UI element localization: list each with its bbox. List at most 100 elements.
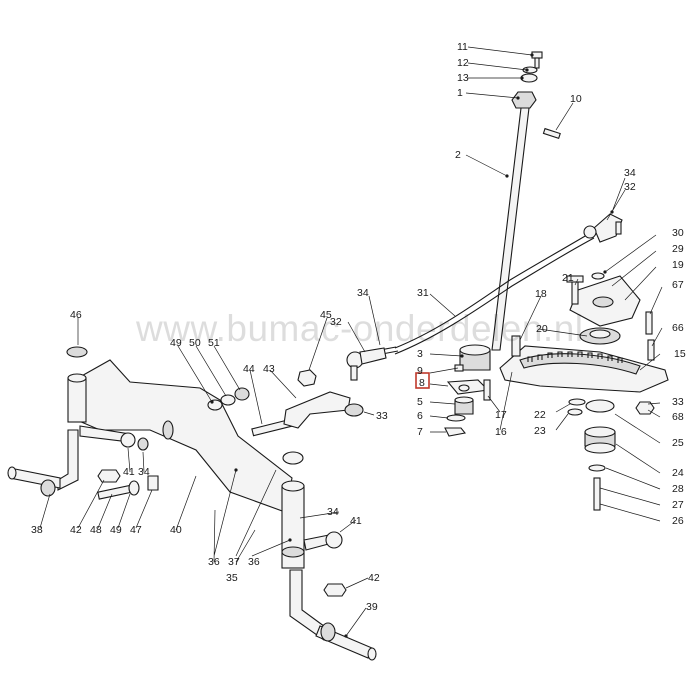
label-42-left: 42 <box>70 524 82 536</box>
label-35: 35 <box>226 572 238 584</box>
washer-50 <box>220 394 236 406</box>
nut-34-center <box>137 437 149 451</box>
label-41-right: 41 <box>350 515 362 527</box>
right-pivot-collar <box>281 546 305 558</box>
label-34-left: 34 <box>357 287 369 299</box>
label-38: 38 <box>31 524 43 536</box>
left-spindle-38 <box>57 429 79 491</box>
bolt-21-head <box>566 275 584 283</box>
label-45: 45 <box>320 309 332 321</box>
label-22: 22 <box>534 409 546 421</box>
nut-45 <box>297 369 317 387</box>
label-1: 1 <box>457 87 463 99</box>
bushing-47 <box>147 475 159 491</box>
pinion-top <box>459 344 491 356</box>
washer-49-upper <box>207 399 223 411</box>
bracket-43 <box>283 391 351 429</box>
label-34-center: 34 <box>138 466 150 478</box>
left-pivot-top <box>67 373 87 383</box>
label-67: 67 <box>672 279 684 291</box>
leader-lines-path <box>39 46 663 637</box>
label-11: 11 <box>457 41 468 53</box>
label-40: 40 <box>170 524 182 536</box>
label-18: 18 <box>535 288 547 300</box>
label-33-right: 33 <box>672 396 684 408</box>
label-12: 12 <box>457 57 469 69</box>
label-37: 37 <box>228 556 240 568</box>
washer-23 <box>567 408 583 416</box>
nut-34-left <box>97 469 121 483</box>
pin-67 <box>645 311 653 335</box>
shaft-2 <box>491 107 530 351</box>
label-49-lower: 49 <box>110 524 122 536</box>
label-39: 39 <box>366 601 378 613</box>
label-36-left: 36 <box>208 556 220 568</box>
label-36-right: 36 <box>248 556 260 568</box>
label-32-upper: 32 <box>624 181 636 193</box>
label-42-right: 42 <box>368 572 380 584</box>
plate-hole <box>592 296 614 308</box>
dot-1 <box>516 96 520 100</box>
watermark: www.bumac-onderdelen.nl <box>135 308 584 349</box>
tie-rod <box>346 213 623 381</box>
label-10: 10 <box>570 93 582 105</box>
label-34-right: 34 <box>327 506 339 518</box>
bolt-shank-11 <box>534 57 540 69</box>
label-32-left: 32 <box>330 316 342 328</box>
dot-39 <box>344 634 348 638</box>
label-28: 28 <box>672 483 684 495</box>
label-47: 47 <box>130 524 142 536</box>
label-21: 21 <box>562 272 574 284</box>
dot-3 <box>460 354 464 358</box>
label-7: 7 <box>417 426 423 438</box>
dot-12 <box>525 68 529 72</box>
steering-column <box>444 51 561 437</box>
label-27: 27 <box>672 499 684 511</box>
sector-plate-15 <box>499 345 669 393</box>
nut-42-right <box>323 583 347 597</box>
label-50: 50 <box>189 337 201 349</box>
bearing-20-inner <box>589 329 611 339</box>
label-29: 29 <box>672 243 684 255</box>
washer-6 <box>446 414 466 422</box>
dot-30 <box>603 270 607 274</box>
label-49-upper: 49 <box>170 337 182 349</box>
left-stub-end <box>7 466 17 480</box>
bushing-hole <box>458 384 470 392</box>
ball-stud-upper <box>615 221 622 235</box>
label-8: 8 <box>419 377 425 389</box>
label-9: 9 <box>417 365 423 377</box>
clip-7 <box>444 427 467 437</box>
ball-joint-41-right <box>325 531 343 549</box>
label-3: 3 <box>417 348 423 360</box>
label-68: 68 <box>672 411 684 423</box>
pin-66 <box>647 339 655 361</box>
label-43: 43 <box>263 363 275 375</box>
label-19: 19 <box>672 259 684 271</box>
label-23: 23 <box>534 425 546 437</box>
gear-teeth <box>519 353 641 375</box>
label-16: 16 <box>495 426 507 438</box>
ball-joint-41-left <box>120 432 136 448</box>
label-33-left: 33 <box>376 410 388 422</box>
label-2: 2 <box>455 149 461 161</box>
nut-9 <box>454 364 464 372</box>
bushing-46 <box>66 346 88 358</box>
label-25: 25 <box>672 437 684 449</box>
washer-22 <box>568 398 586 406</box>
dot-36b <box>288 538 292 542</box>
label-30: 30 <box>672 227 684 239</box>
bolt-17 <box>483 379 491 401</box>
leader-lines <box>39 46 663 638</box>
washer-28 <box>588 464 606 472</box>
label-48: 48 <box>90 524 102 536</box>
label-20: 20 <box>536 323 548 335</box>
label-17: 17 <box>495 409 507 421</box>
dot-2 <box>505 174 509 178</box>
ball-stud-left <box>350 365 358 381</box>
dot-36 <box>234 468 238 472</box>
label-13: 13 <box>457 72 469 84</box>
right-pivot-top <box>281 480 305 492</box>
label-46: 46 <box>70 309 82 321</box>
